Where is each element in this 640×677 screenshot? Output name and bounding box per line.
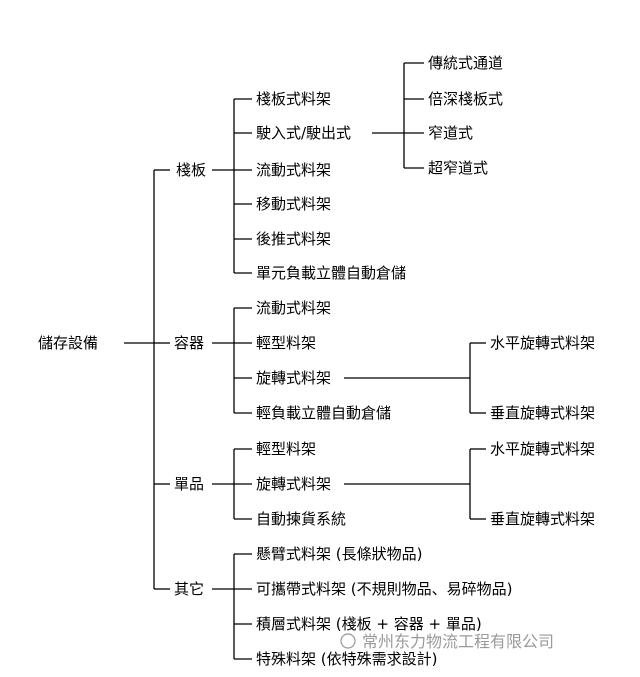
single-item-carousel: 旋轉式料架 <box>256 475 331 493</box>
container-item-flow-rack: 流動式料架 <box>256 299 331 317</box>
wechat-icon <box>340 633 356 649</box>
container-item-carousel: 旋轉式料架 <box>256 369 331 387</box>
single-item-light-rack: 輕型料架 <box>256 440 316 458</box>
container-subitem-horizontal-carousel: 水平旋轉式料架 <box>490 334 595 352</box>
pallet-item-mobile-rack: 移動式料架 <box>256 195 331 213</box>
pallet-item-pallet-rack: 棧板式料架 <box>256 90 331 108</box>
other-item-cantilever-rack: 懸臂式料架 (長條狀物品) <box>256 545 422 563</box>
pallet-item-drive-in-rack: 駛入式/駛出式 <box>256 124 351 142</box>
pallet-item-unit-load-asrs: 單元負載立體自動倉儲 <box>256 264 406 282</box>
container-item-light-rack: 輕型料架 <box>256 334 316 352</box>
other-item-portable-rack: 可攜帶式料架 (不規則物品、易碎物品) <box>256 580 512 598</box>
pallet-item-flow-rack: 流動式料架 <box>256 161 331 179</box>
single-item-auto-picking-system: 自動揀貨系統 <box>256 510 346 528</box>
pallet-subitem-conventional-aisle: 傳統式通道 <box>428 54 503 72</box>
other-item-mezzanine-rack: 積層式料架 (棧板 + 容器 + 單品) <box>256 615 482 633</box>
single-subitem-horizontal-carousel: 水平旋轉式料架 <box>490 440 595 458</box>
pallet-subitem-very-narrow-aisle: 超窄道式 <box>428 159 488 177</box>
container-subitem-vertical-carousel: 垂直旋轉式料架 <box>490 404 595 422</box>
container-item-mini-load-asrs: 輕負載立體自動倉儲 <box>256 404 391 422</box>
watermark: 常州东力物流工程有限公司 <box>340 632 554 651</box>
category-other: 其它 <box>174 580 204 598</box>
single-subitem-vertical-carousel: 垂直旋轉式料架 <box>490 510 595 528</box>
watermark-text: 常州东力物流工程有限公司 <box>362 632 554 651</box>
other-item-special-rack: 特殊料架 (依特殊需求設計) <box>256 650 437 668</box>
category-pallet: 棧板 <box>176 161 206 179</box>
category-single-item: 單品 <box>174 475 204 493</box>
pallet-item-push-back-rack: 後推式料架 <box>256 230 331 248</box>
root-node: 儲存設備 <box>38 334 98 352</box>
pallet-subitem-narrow-aisle: 窄道式 <box>428 124 473 142</box>
pallet-subitem-double-deep: 倍深棧板式 <box>428 90 503 108</box>
category-container: 容器 <box>174 334 204 352</box>
